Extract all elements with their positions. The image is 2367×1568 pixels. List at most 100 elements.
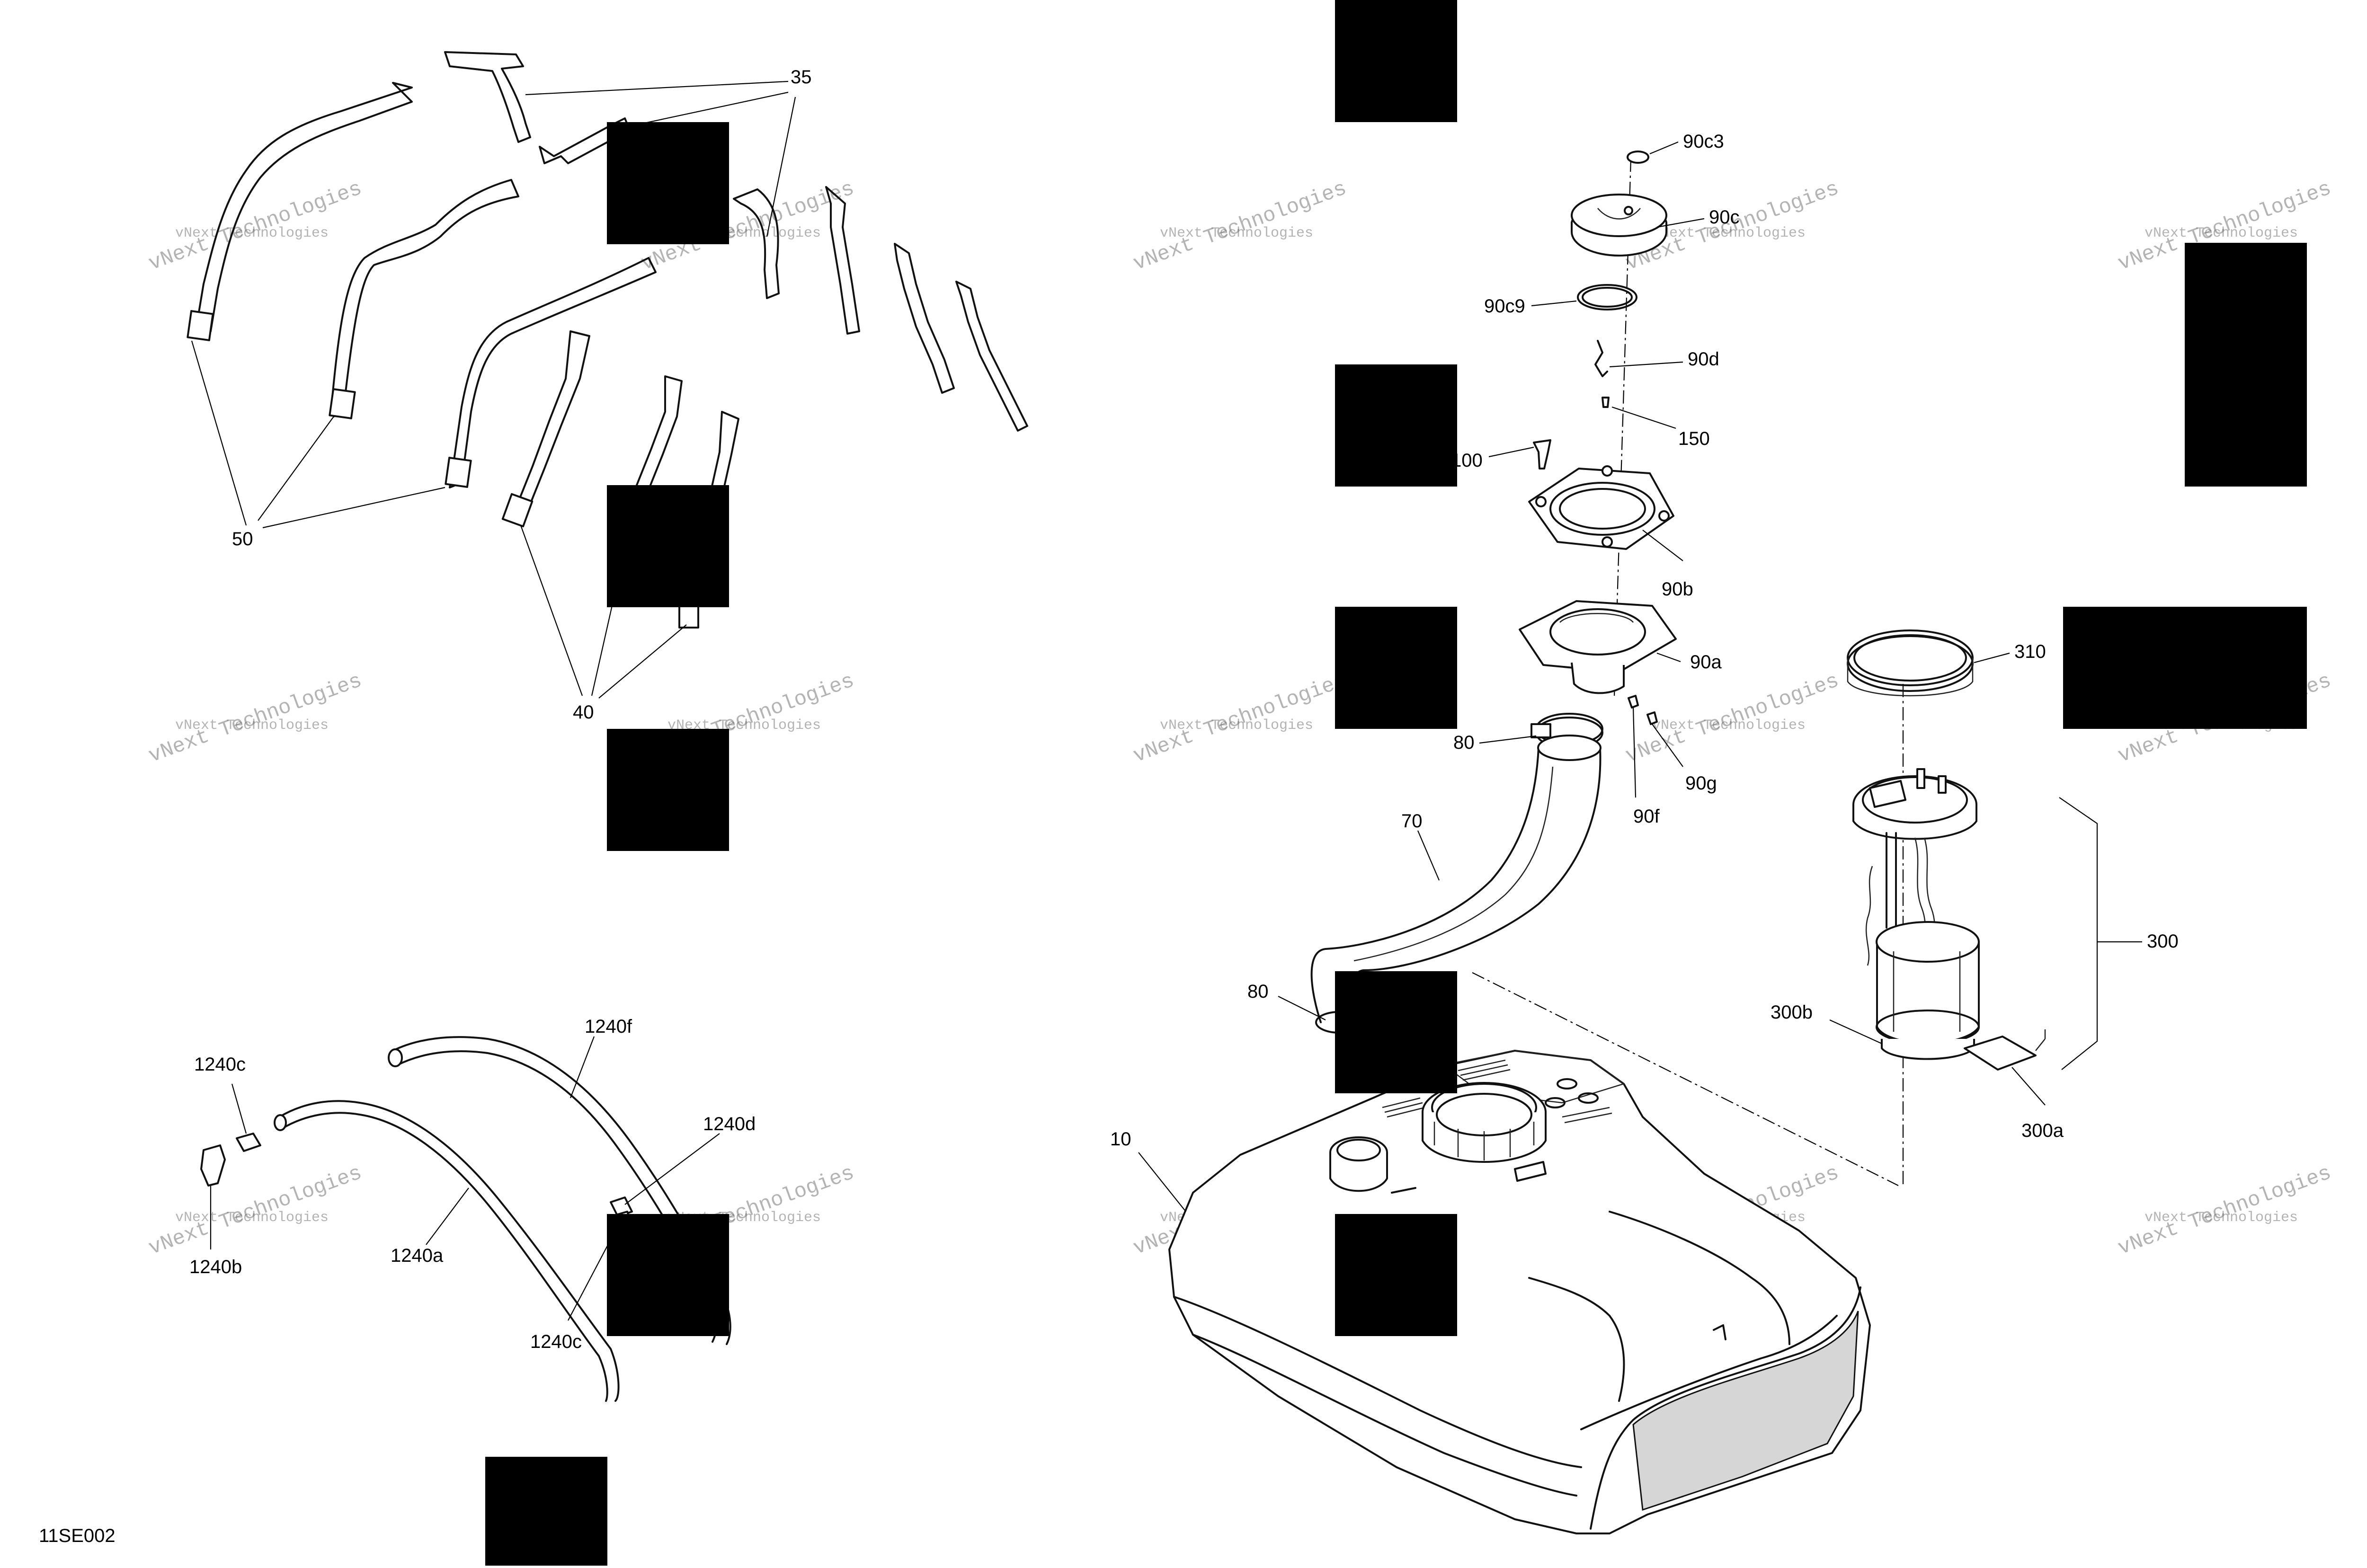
o-ring xyxy=(1577,284,1637,310)
leader-line xyxy=(1488,446,1534,458)
redaction-block xyxy=(607,485,729,607)
callout-150: 150 xyxy=(1678,428,1710,449)
leader-line xyxy=(520,525,583,696)
callout-90a: 90a xyxy=(1690,652,1722,673)
strap-clip xyxy=(329,388,356,419)
redaction-block xyxy=(2185,243,2307,487)
leader-line xyxy=(1656,652,1681,663)
callout-1240a: 1240a xyxy=(391,1245,444,1266)
watermark: vNext Technologies xyxy=(1652,718,1806,734)
leader-line xyxy=(191,340,247,526)
filler-hose xyxy=(1310,747,1539,1023)
leader-line xyxy=(1974,652,2010,664)
tank-mark xyxy=(1545,1097,1566,1108)
fitting-1240c xyxy=(236,1133,261,1152)
strap-clip xyxy=(445,457,472,488)
redaction-blocks xyxy=(485,0,2307,1566)
leader-line xyxy=(231,1083,247,1134)
leader-line xyxy=(622,91,789,129)
tank-mark xyxy=(1578,1092,1599,1104)
watermark: vNext Technologies xyxy=(2145,1210,2298,1226)
strap xyxy=(513,330,590,522)
callout-90c3: 90c3 xyxy=(1683,131,1724,152)
tank-contour xyxy=(1192,1334,1577,1497)
redaction-block xyxy=(607,1214,729,1336)
callout-1240f: 1240f xyxy=(585,1016,632,1037)
leader-line xyxy=(1417,830,1440,881)
leader-line xyxy=(1829,1019,1882,1045)
leader-line xyxy=(1649,141,1679,155)
leader-line xyxy=(1138,1152,1186,1212)
strap xyxy=(449,257,657,488)
callout-90c: 90c xyxy=(1709,207,1740,228)
callout-310: 310 xyxy=(2014,641,2046,662)
lock-ring xyxy=(1847,629,1974,697)
fuel-cap xyxy=(1571,194,1667,257)
vent-hose xyxy=(281,1112,608,1402)
tank-mark xyxy=(1713,1324,1726,1340)
leader-line xyxy=(1609,361,1683,368)
redaction-block xyxy=(1335,971,1457,1093)
leader-line xyxy=(525,80,789,96)
watermark: vNext Technologies xyxy=(1160,718,1313,734)
strap-clip xyxy=(187,310,214,341)
cap-disc xyxy=(1627,151,1649,164)
callout-90c9: 90c9 xyxy=(1484,296,1525,317)
callout-300a: 300a xyxy=(2021,1120,2064,1141)
leader-line xyxy=(1642,530,1683,561)
callout-1240c: 1240c xyxy=(530,1331,582,1352)
level-sender xyxy=(1964,1036,2037,1071)
tank-mark xyxy=(1557,1078,1577,1090)
vent-hose-group: 1240f 1240c 1240d 1240a 1240b 1240c xyxy=(189,1016,756,1402)
tank-contour xyxy=(1528,1277,1625,1402)
callout-80: 80 xyxy=(1453,732,1475,753)
watermark: vNext Technologies xyxy=(175,1210,329,1226)
leader-line xyxy=(262,487,445,529)
redaction-block xyxy=(607,122,729,244)
watermark: vNext Technologies xyxy=(1160,225,1313,241)
o-ring xyxy=(1582,287,1633,308)
leader-line xyxy=(624,1133,720,1205)
hose-end xyxy=(274,1114,287,1131)
leader-line xyxy=(1632,707,1637,798)
tank-label-hatching xyxy=(1382,1059,1612,1124)
callout-90b: 90b xyxy=(1662,579,1693,600)
callout-300b: 300b xyxy=(1771,1002,1813,1023)
callout-90g: 90g xyxy=(1685,773,1717,794)
tank-contour xyxy=(1580,1315,1838,1430)
watermark: vNext Technologies xyxy=(175,718,329,734)
strap-group: 35 50 40 xyxy=(187,51,1028,723)
redaction-block xyxy=(1335,607,1457,729)
callout-1240c: 1240c xyxy=(194,1054,246,1075)
leader-line xyxy=(1479,735,1537,744)
tank-filler-port xyxy=(1329,1136,1388,1192)
leader-line xyxy=(1611,406,1676,429)
strap xyxy=(825,186,860,335)
tank-mark xyxy=(1514,1161,1547,1182)
tank-contour xyxy=(1590,1286,1861,1530)
redaction-block xyxy=(607,729,729,851)
strap-clip xyxy=(501,493,534,528)
callout-70: 70 xyxy=(1401,811,1423,832)
leader-line xyxy=(598,624,687,699)
group-bracket xyxy=(2059,797,2098,1070)
redaction-block xyxy=(1335,1214,1457,1336)
strap xyxy=(894,243,955,394)
strap xyxy=(955,281,1028,432)
callout-80: 80 xyxy=(1247,981,1269,1002)
leader-line xyxy=(1278,996,1326,1020)
filler-flange xyxy=(1528,465,1674,550)
callout-300: 300 xyxy=(2147,931,2179,952)
fuel-pump-group: 310 300 300b 300a xyxy=(1771,629,2179,1141)
screw xyxy=(1602,397,1610,408)
leader-line xyxy=(1652,724,1683,767)
filler-neck-adapter xyxy=(1519,600,1677,694)
bolt xyxy=(1533,439,1551,470)
leader-line xyxy=(570,1036,595,1098)
strap xyxy=(444,51,531,143)
callout-90f: 90f xyxy=(1633,806,1660,827)
filler-neck-group: 90c3 90c 90c9 90d 150 100 90b 90a 80 90g… xyxy=(1247,131,1740,1034)
callout-35: 35 xyxy=(791,67,812,88)
projection-line xyxy=(1472,972,1899,1186)
